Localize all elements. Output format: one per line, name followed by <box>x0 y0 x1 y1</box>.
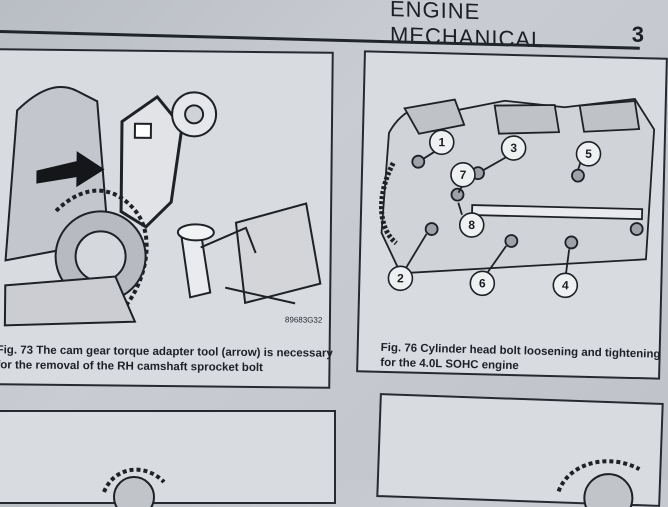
callout-7: 7 <box>450 161 476 188</box>
figure-76-caption: Fig. 76 Cylinder head bolt loosening and… <box>380 341 660 378</box>
callout-5: 5 <box>575 141 602 167</box>
figure-73-illustration <box>3 86 322 327</box>
svg-text:2: 2 <box>397 271 404 285</box>
svg-text:7: 7 <box>459 168 466 182</box>
figure-bottom-right-illustration <box>556 459 641 507</box>
svg-text:6: 6 <box>479 276 486 290</box>
svg-text:1: 1 <box>438 135 445 149</box>
figure-73-code: 89683G32 <box>284 315 323 325</box>
figure-76: 1 3 5 7 8 2 6 4 Fig. 76 Cylinder head bo… <box>356 50 668 380</box>
callout-1: 1 <box>428 129 455 156</box>
svg-text:5: 5 <box>585 147 592 161</box>
callout-6: 6 <box>469 270 496 297</box>
svg-text:8: 8 <box>468 218 475 232</box>
figure-bottom-left <box>0 410 336 507</box>
svg-text:3: 3 <box>510 141 517 155</box>
figure-bottom-right <box>376 393 664 507</box>
callout-2: 2 <box>387 265 414 292</box>
callout-4: 4 <box>552 272 579 299</box>
figure-73-caption: Fig. 73 The cam gear torque adapter tool… <box>0 343 333 377</box>
callout-8: 8 <box>458 212 485 238</box>
figure-76-illustration: 1 3 5 7 8 2 6 4 <box>378 98 656 299</box>
page-number: 3 <box>631 22 644 47</box>
svg-text:4: 4 <box>562 278 569 292</box>
callout-3: 3 <box>500 135 527 161</box>
page-header: ENGINE MECHANICAL 3 <box>390 0 644 52</box>
figure-73: 89683G32 Fig. 73 The cam gear torque ada… <box>0 48 334 389</box>
figure-bottom-left-illustration <box>102 467 166 507</box>
arrow-icon <box>36 151 105 188</box>
